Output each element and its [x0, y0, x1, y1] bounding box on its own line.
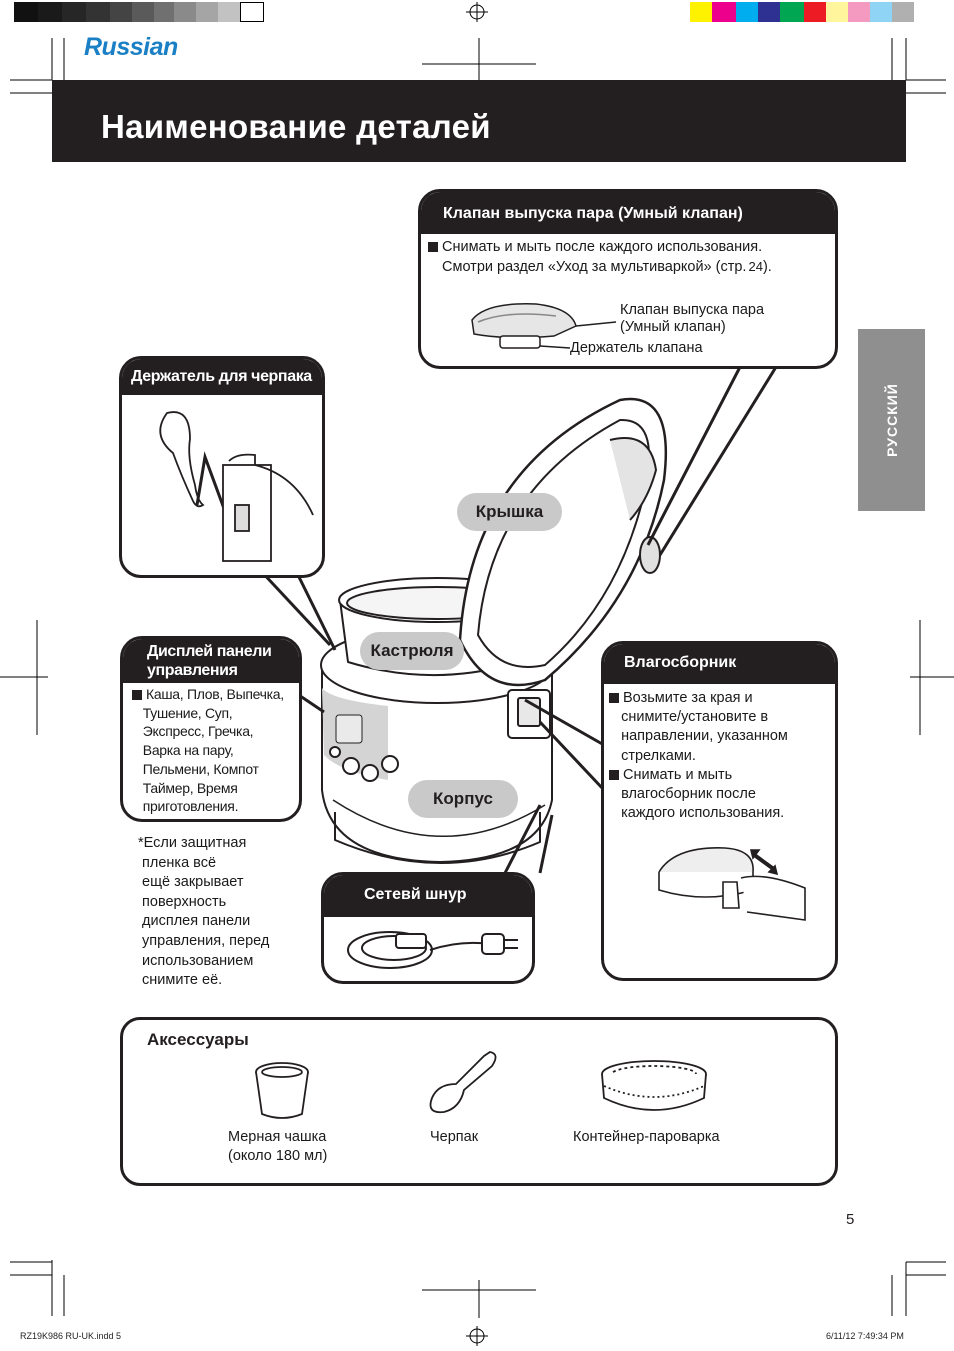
note-line: ещё закрывает [142, 874, 244, 891]
condensation-line: Снимать и мыть [623, 767, 733, 783]
valve-part-label-2: (Умный клапан) [620, 319, 726, 335]
condensation-line: Возьмите за края и [623, 690, 753, 706]
footer-timestamp: 6/11/12 7:49:34 PM [826, 1331, 904, 1341]
display-line: Варка на пару, [142, 742, 234, 759]
language-label: Russian [84, 33, 178, 61]
valve-page-ref: 24 [748, 259, 763, 274]
valve-callout: Клапан выпуска пара (Умный клапан) [418, 189, 838, 369]
condensation-line: каждого использования. [621, 805, 785, 822]
measuring-cup-label: Мерная чашка [228, 1129, 327, 1145]
lid-label: Крышка [457, 493, 562, 531]
body-label: Корпус [408, 780, 518, 818]
note-line: управления, перед [142, 932, 270, 949]
note-line: дисплея панели [142, 913, 251, 930]
ladle-holder-illustration [159, 411, 314, 562]
power-cord-illustration [347, 931, 518, 969]
protective-film-note: *Если защитная пленка всё ещё закрывает … [138, 834, 269, 991]
valve-line1-text: Снимать и мыть после каждого использован… [442, 239, 763, 255]
valve-line2-text: Смотри раздел «Уход за мультиваркой» (ст… [442, 259, 747, 275]
measuring-cup-volume: (около 180 мл) [228, 1148, 328, 1164]
display-heading-line1: Дисплей панели [147, 643, 272, 660]
bullet-icon [428, 242, 438, 252]
display-line: Тушение, Суп, [142, 704, 233, 721]
power-cord-heading: Сетевй шнур [324, 875, 532, 917]
ladle-illustration [429, 1051, 497, 1114]
note-line: поверхность [142, 893, 227, 910]
condensation-text-a: Возьмите за края и снимите/установите в … [609, 689, 788, 766]
valve-line1: Снимать и мыть после каждого использован… [428, 238, 762, 257]
display-callout: Дисплей панели управления [120, 636, 302, 822]
valve-part-label-1: Клапан выпуска пара [620, 302, 765, 318]
bullet-icon [609, 693, 619, 703]
footer-file-info: RZ19K986 RU-UK.indd 5 [20, 1331, 122, 1341]
note-line: пленка всё [142, 854, 217, 871]
ladle-caption: Черпак [430, 1129, 479, 1145]
condensation-heading: Влагосборник [604, 644, 835, 684]
steamer-caption: Контейнер-пароварка [573, 1129, 720, 1145]
condensation-collector-illustration [658, 847, 806, 921]
display-list: Каша, Плов, Выпечка, Тушение, Суп, Экспр… [132, 685, 284, 816]
page-title: Наименование деталей [101, 108, 491, 145]
note-line: снимите её. [142, 972, 223, 989]
display-line: приготовления. [142, 798, 239, 815]
valve-holder-label: Держатель клапана [570, 340, 703, 356]
bullet-icon [609, 770, 619, 780]
page-number: 5 [846, 1211, 855, 1228]
power-cord-callout: Сетевй шнур [321, 872, 535, 984]
ladle-holder-heading: Держатель для черпака [122, 359, 322, 395]
condensation-text-b: Снимать и мыть влагосборник после каждог… [609, 766, 784, 824]
bullet-icon [132, 690, 142, 700]
condensation-line: направлении, указанном [621, 728, 788, 745]
valve-illustration [471, 303, 617, 349]
display-line: Пельмени, Компот [142, 760, 259, 777]
measuring-cup-illustration [255, 1062, 309, 1119]
valve-heading: Клапан выпуска пара (Умный клапан) [421, 192, 835, 234]
condensation-callout: Влагосборник [601, 641, 838, 981]
ladle-holder-callout: Держатель для черпака [119, 356, 325, 578]
note-line: *Если защитная [138, 835, 247, 851]
title-bar [52, 80, 906, 162]
condensation-line: снимите/установите в [621, 709, 769, 726]
display-line: Экспресс, Гречка, [142, 723, 254, 740]
display-heading: Дисплей панели управления [123, 639, 299, 683]
pot-label: Кастрюля [360, 632, 464, 670]
display-line: Каша, Плов, Выпечка, [146, 686, 284, 702]
steamer-basket-illustration [601, 1060, 707, 1111]
accessories-heading: Аксессуары [147, 1030, 249, 1049]
language-side-tab [858, 329, 925, 511]
condensation-line: стрелками. [621, 747, 696, 764]
display-heading-line2: управления [147, 662, 238, 679]
display-line: Таймер, Время [142, 779, 238, 796]
condensation-line: влагосборник после [621, 786, 756, 803]
measuring-cup-caption: Мерная чашка (около 180 мл) [228, 1128, 327, 1166]
accessories-panel [120, 1017, 838, 1186]
note-line: использованием [142, 952, 254, 969]
valve-line2: Смотри раздел «Уход за мультиваркой» (ст… [442, 257, 772, 277]
valve-line2-end: ). [762, 259, 772, 275]
